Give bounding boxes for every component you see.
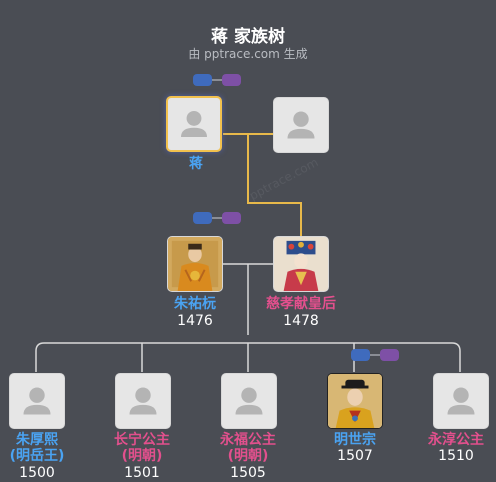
- person-card-mother[interactable]: [273, 236, 329, 292]
- person-name[interactable]: 朱厚熙: [16, 432, 58, 448]
- avatar-placeholder-icon: [287, 111, 315, 139]
- avatar-placeholder-icon: [235, 387, 263, 415]
- empress-portrait: [274, 237, 328, 291]
- person-card-child-2[interactable]: [115, 373, 171, 429]
- birth-year: 1507: [337, 448, 373, 464]
- relation-toggle-blue[interactable]: [193, 212, 212, 224]
- relation-toggle-purple[interactable]: [380, 349, 399, 361]
- birth-year: 1500: [19, 465, 55, 481]
- birth-year: 1501: [124, 465, 160, 481]
- birth-year: 1478: [283, 313, 319, 329]
- avatar-placeholder-icon: [129, 387, 157, 415]
- birth-year: 1505: [230, 465, 266, 481]
- person-name[interactable]: 长宁公主: [114, 432, 170, 448]
- avatar-placeholder-icon: [447, 387, 475, 415]
- person-title: (明朝): [121, 448, 163, 464]
- pill-connector: [370, 354, 380, 356]
- pill-connector: [212, 217, 222, 219]
- person-card-gp2[interactable]: [273, 97, 329, 153]
- person-card-gp1[interactable]: [166, 96, 222, 152]
- person-name[interactable]: 永淳公主: [428, 432, 484, 448]
- person-title: (明岳王): [9, 448, 65, 464]
- person-card-child-3[interactable]: [221, 373, 277, 429]
- page-title: 蒋 家族树: [211, 27, 285, 47]
- person-card-child-1[interactable]: [9, 373, 65, 429]
- relation-toggle-purple[interactable]: [222, 212, 241, 224]
- emperor-portrait: [328, 374, 382, 428]
- descent-link-grandparents: [247, 134, 302, 236]
- person-name[interactable]: 蒋: [189, 156, 203, 172]
- person-card-father[interactable]: [167, 236, 223, 292]
- person-name[interactable]: 永福公主: [220, 432, 276, 448]
- person-name[interactable]: 明世宗: [334, 432, 376, 448]
- emperor-portrait: [168, 237, 222, 291]
- person-title: (明朝): [227, 448, 269, 464]
- birth-year: 1510: [438, 448, 474, 464]
- person-name[interactable]: 慈孝献皇后: [266, 296, 336, 312]
- birth-year: 1476: [177, 313, 213, 329]
- person-name[interactable]: 朱祐杬: [174, 296, 216, 312]
- page-subtitle: 由 pptrace.com 生成: [188, 47, 308, 61]
- avatar-placeholder-icon: [23, 387, 51, 415]
- relation-toggle-blue[interactable]: [351, 349, 370, 361]
- pill-connector: [212, 79, 222, 81]
- relation-toggle-blue[interactable]: [193, 74, 212, 86]
- person-card-child-5[interactable]: [433, 373, 489, 429]
- person-card-child-4[interactable]: [327, 373, 383, 429]
- avatar-placeholder-icon: [181, 111, 207, 137]
- relation-toggle-purple[interactable]: [222, 74, 241, 86]
